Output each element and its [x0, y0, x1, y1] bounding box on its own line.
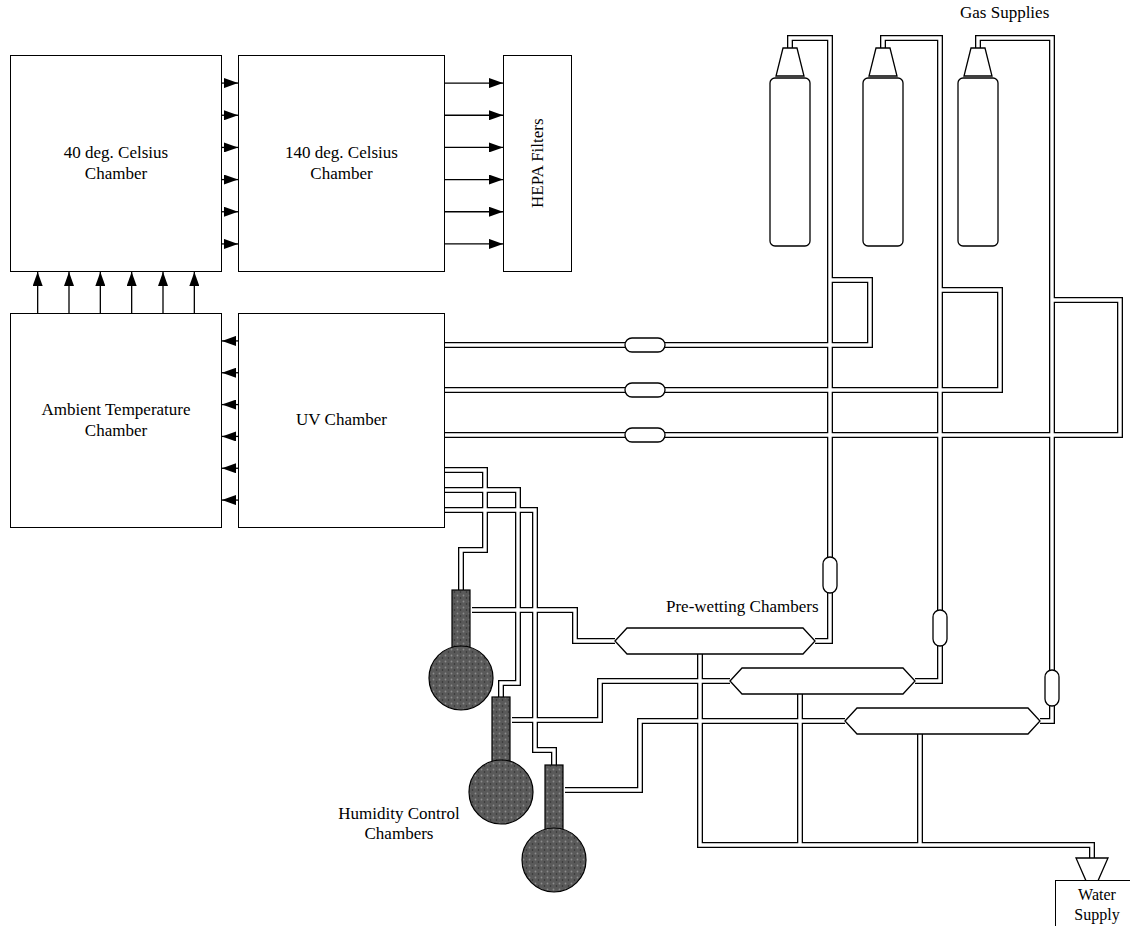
flow-arrow: [445, 211, 503, 212]
flask-bulb: [522, 828, 586, 892]
flow-arrow: [222, 211, 238, 212]
chamber-label: 40 deg. Celsius Chamber: [51, 143, 181, 184]
flow-arrow: [445, 147, 503, 148]
flow-arrow: [100, 272, 101, 313]
flow-arrow: [445, 243, 503, 244]
pre-wetting-chamber: [615, 628, 815, 654]
gas-cylinder: [863, 78, 903, 246]
flask-neck: [492, 697, 510, 767]
pipe-outline: [445, 38, 1120, 860]
flow-meter: [933, 610, 947, 646]
flow-meter: [823, 557, 837, 593]
flow-arrow: [131, 272, 132, 313]
cylinder-valve: [964, 48, 992, 76]
chamber-box: 40 deg. Celsius Chamber: [10, 55, 222, 272]
gas-cylinder: [770, 78, 810, 246]
flow-arrows: [445, 83, 503, 244]
flask-bulb: [469, 760, 533, 824]
chamber-label: UV Chamber: [296, 410, 387, 430]
pre-wetting-chamber: [845, 708, 1040, 734]
flow-meter: [625, 428, 665, 442]
chamber-label: Water Supply: [1062, 885, 1130, 923]
chamber-label: Ambient Temperature Chamber: [34, 400, 199, 441]
flow-arrow: [194, 272, 195, 313]
flow-arrow: [222, 147, 238, 148]
flask-neck: [545, 765, 563, 837]
chamber-box: UV Chamber: [238, 313, 445, 528]
flow-arrow: [222, 404, 238, 405]
pre-wetting-chambers: [615, 628, 1040, 734]
chamber-box: HEPA Filters: [503, 55, 572, 272]
gas-cylinders: [770, 48, 998, 246]
flow-arrows: [38, 272, 195, 313]
flow-meter: [625, 383, 665, 397]
chamber-box: Water Supply: [1055, 880, 1130, 926]
flow-arrow: [37, 272, 38, 313]
flow-arrow: [222, 82, 238, 83]
flow-arrow: [222, 436, 238, 437]
flow-meter: [625, 338, 665, 352]
flow-arrows: [222, 83, 238, 244]
flow-arrow: [222, 499, 238, 500]
part-label: Pre-wetting Chambers: [664, 597, 821, 617]
flow-arrow: [222, 340, 238, 341]
flow-arrow: [222, 243, 238, 244]
flow-arrow: [445, 115, 503, 116]
flow-arrows: [222, 341, 238, 500]
chamber-label: 140 deg. Celsius Chamber: [274, 143, 409, 184]
flow-arrow: [162, 272, 163, 313]
gas-cylinder: [958, 78, 998, 246]
flask-neck: [452, 590, 470, 652]
part-label: Gas Supplies: [958, 3, 1051, 23]
flow-arrow: [222, 179, 238, 180]
chamber-label: HEPA Filters: [527, 119, 547, 209]
flow-arrow: [68, 272, 69, 313]
flow-arrow: [445, 179, 503, 180]
flow-arrow: [445, 82, 503, 83]
cylinder-valve: [776, 48, 804, 76]
pre-wetting-chamber: [730, 668, 915, 694]
chamber-box: Ambient Temperature Chamber: [10, 313, 222, 528]
pipe-bore: [445, 38, 1120, 860]
cylinder-valve: [869, 48, 897, 76]
flow-arrow: [222, 372, 238, 373]
part-label: Humidity Control Chambers: [336, 804, 462, 845]
chamber-box: 140 deg. Celsius Chamber: [238, 55, 445, 272]
flask-bulb: [429, 646, 493, 710]
flow-meter: [1045, 670, 1059, 706]
humidity-flasks: [429, 590, 586, 892]
flow-arrow: [222, 115, 238, 116]
flow-arrow: [222, 468, 238, 469]
